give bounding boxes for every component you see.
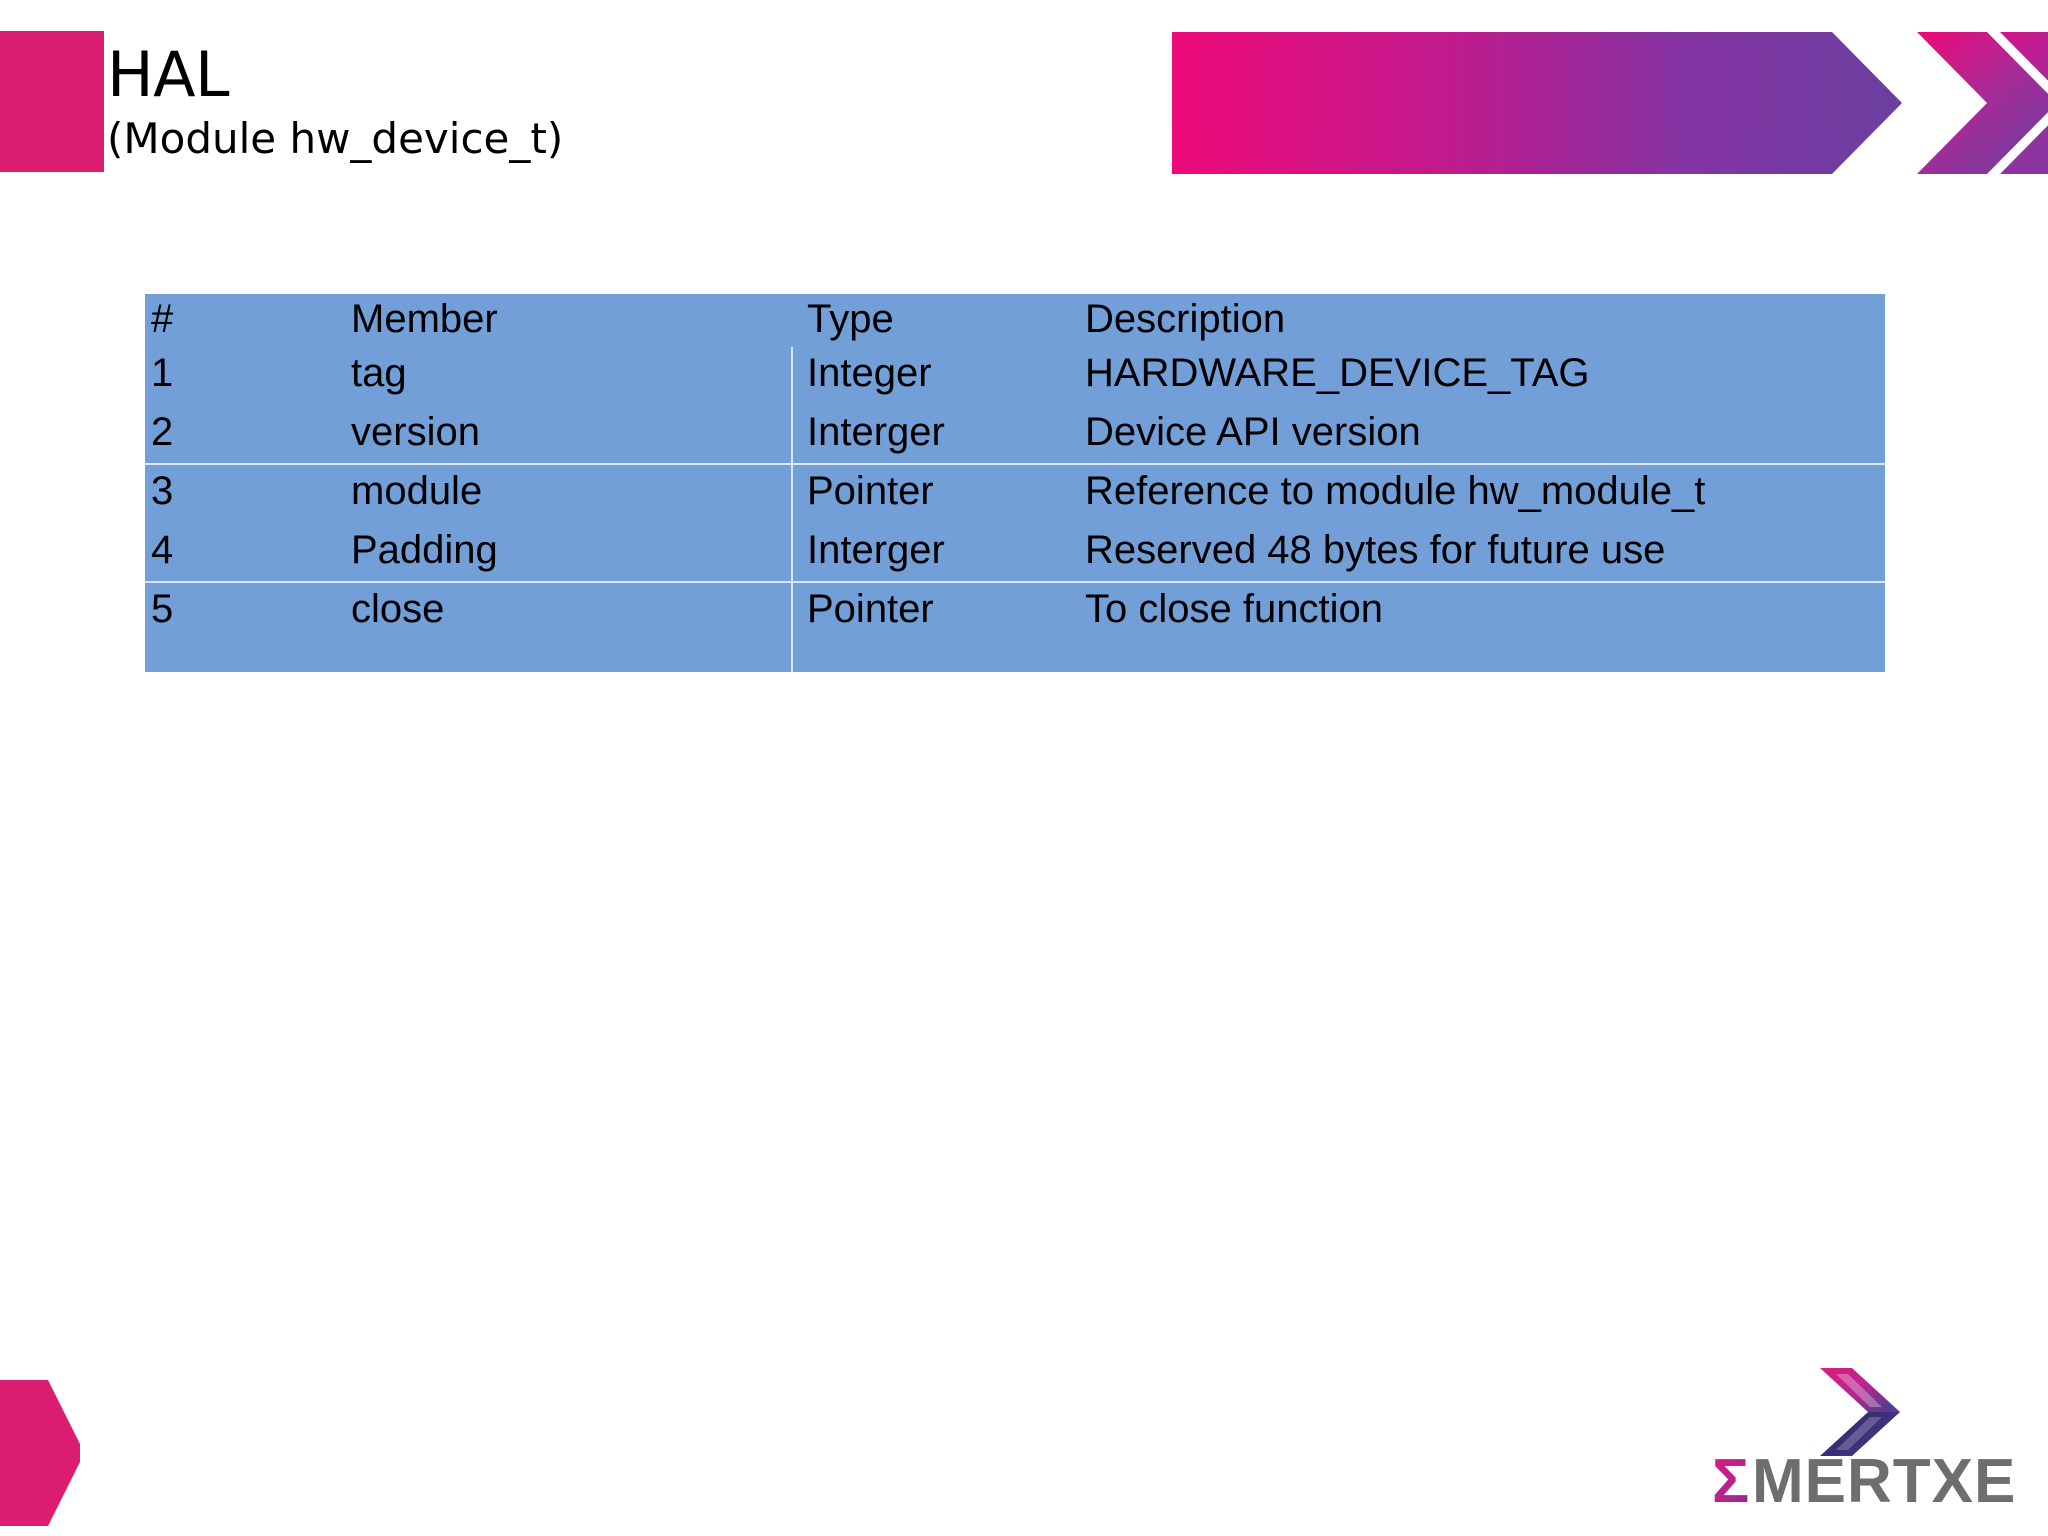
- cell-member: Padding: [245, 524, 793, 583]
- cell-type: Pointer: [793, 465, 1038, 524]
- cell-description: HARDWARE_DEVICE_TAG: [1038, 347, 1885, 406]
- column-header-number: #: [145, 294, 245, 347]
- header-banner-decoration: [1172, 32, 2048, 174]
- table-row: 5 close Pointer To close function: [145, 583, 1885, 642]
- table-row: 2 version Interger Device API version: [145, 406, 1885, 465]
- cell-description: To close function: [1038, 583, 1885, 642]
- emertxe-sigma-glyph: Σ: [1712, 1448, 1749, 1514]
- cell-number: 2: [145, 406, 245, 465]
- bottom-left-arrow-decoration: [0, 1380, 80, 1526]
- emertxe-chevron-icon: [1808, 1364, 1928, 1460]
- column-header-type: Type: [793, 294, 1038, 347]
- cell-type: Interger: [793, 406, 1038, 465]
- cell-description: Reserved 48 bytes for future use: [1038, 524, 1885, 583]
- emertxe-logo: Σ MERTXE: [1712, 1364, 2032, 1526]
- cell-member: module: [245, 465, 793, 524]
- cell-description: Reference to module hw_module_t: [1038, 465, 1885, 524]
- table-row: 4 Padding Interger Reserved 48 bytes for…: [145, 524, 1885, 583]
- page-subtitle: (Module hw_device_t): [107, 114, 564, 163]
- cell-spacer: [245, 642, 793, 672]
- cell-number: 5: [145, 583, 245, 642]
- table-row: 3 module Pointer Reference to module hw_…: [145, 465, 1885, 524]
- cell-spacer: [793, 642, 1038, 672]
- cell-description: Device API version: [1038, 406, 1885, 465]
- page-title: HAL: [107, 38, 230, 111]
- slide-title-group: HAL (Module hw_device_t): [107, 42, 1007, 166]
- cell-spacer: [1038, 642, 1885, 672]
- emertxe-wordmark: Σ MERTXE: [1712, 1448, 2032, 1514]
- cell-number: 3: [145, 465, 245, 524]
- cell-number: 1: [145, 347, 245, 406]
- cell-type: Pointer: [793, 583, 1038, 642]
- hw-device-t-members-table: # Member Type Description 1 tag Integer: [145, 294, 1885, 672]
- table-bottom-padding-row: [145, 642, 1885, 672]
- cell-member: version: [245, 406, 793, 465]
- cell-spacer: [145, 642, 245, 672]
- cell-type: Integer: [793, 347, 1038, 406]
- cell-member: close: [245, 583, 793, 642]
- column-header-member: Member: [245, 294, 793, 347]
- cell-type: Interger: [793, 524, 1038, 583]
- table-row: 1 tag Integer HARDWARE_DEVICE_TAG: [145, 347, 1885, 406]
- column-header-description: Description: [1038, 294, 1885, 347]
- cell-number: 4: [145, 524, 245, 583]
- emertxe-wordmark-text: MERTXE: [1752, 1448, 2016, 1514]
- table-header-row: # Member Type Description: [145, 294, 1885, 347]
- top-left-accent-block: [0, 31, 104, 172]
- cell-member: tag: [245, 347, 793, 406]
